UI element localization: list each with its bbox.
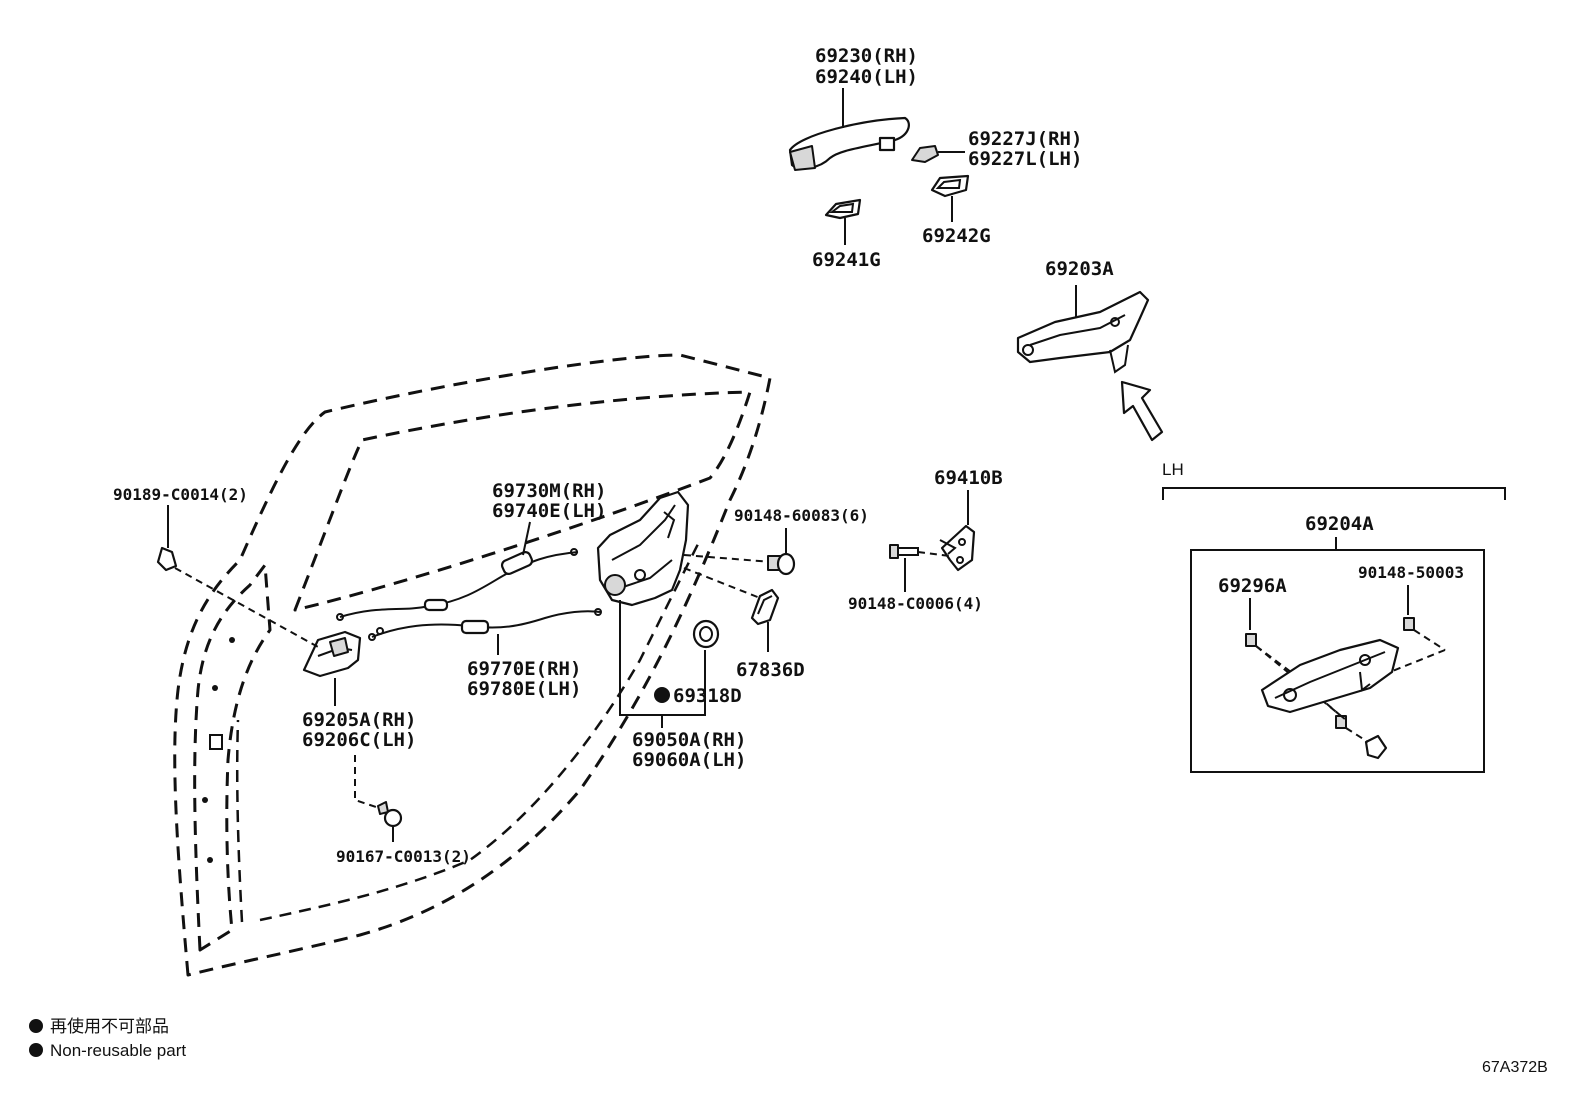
door-lock-assy-part: 69050A(RH) 69060A(LH) <box>596 490 773 771</box>
label-pad-g2: 69242G <box>922 225 991 247</box>
label-cap-rh: 69227J(RH) <box>968 128 1082 150</box>
label-cable-lock-lh: 69780E(LH) <box>467 678 581 700</box>
label-grommet: 67836D <box>736 659 805 681</box>
pad-g2-part: 69242G <box>922 174 991 247</box>
label-frame-a: 69203A <box>1045 258 1114 280</box>
label-cable-open-lh: 69740E(LH) <box>492 500 606 522</box>
legend: 再使用不可部品 Non-reusable part <box>29 1016 186 1060</box>
label-lock-assy-rh: 69050A(RH) <box>632 729 746 751</box>
seal-part: 69318D <box>654 619 742 707</box>
pad-g1-part: 69241G <box>812 198 881 271</box>
label-clip-c0014: 90189-C0014(2) <box>113 485 248 504</box>
legend-en: Non-reusable part <box>50 1041 186 1060</box>
non-reusable-dot <box>654 687 670 703</box>
screw-c0013-part: 90167-C0013(2) <box>336 801 471 866</box>
handle-cap-part: 69227J(RH) 69227L(LH) <box>911 128 1082 170</box>
figure-code: 67A372B <box>1482 1059 1548 1076</box>
label-cap-lh: 69227L(LH) <box>968 148 1082 170</box>
label-handle-lh: 69240(LH) <box>815 66 918 88</box>
cable-lock-part: 69770E(RH) 69780E(LH) <box>368 608 602 700</box>
label-lock-striker: 69410B <box>934 467 1003 489</box>
label-frame-sub: 69296A <box>1218 575 1287 597</box>
label-screw-c0006: 90148-C0006(4) <box>848 594 983 613</box>
frame-part: 69203A <box>1016 258 1164 442</box>
label-screw-50003: 90148-50003 <box>1358 563 1464 582</box>
frame-assy-box <box>1190 549 1485 773</box>
cable-open-part: 69730M(RH) 69740E(LH) <box>336 480 606 621</box>
clip-c0014-part: 90189-C0014(2) <box>113 485 321 649</box>
label-pad-g1: 69241G <box>812 249 881 271</box>
label-handle-rh: 69230(RH) <box>815 45 918 67</box>
legend-dot-en <box>29 1043 43 1057</box>
label-inner-handle-lh: 69206C(LH) <box>302 729 416 751</box>
label-lh: LH <box>1162 460 1184 479</box>
legend-jp: 再使用不可部品 <box>50 1016 169 1036</box>
label-screw-60083: 90148-60083(6) <box>734 506 869 525</box>
label-cable-lock-rh: 69770E(RH) <box>467 658 581 680</box>
label-screw-c0013: 90167-C0013(2) <box>336 847 471 866</box>
grommet-part: 67836D <box>736 588 805 681</box>
screw-60083-part: 90148-60083(6) <box>734 506 869 576</box>
legend-dot-jp <box>29 1019 43 1033</box>
label-seal: 69318D <box>673 685 742 707</box>
lock-striker-part: 69410B 90148-C0006(4) <box>848 467 1003 613</box>
label-frame-assy: 69204A <box>1305 513 1374 535</box>
inner-handle-part: 69205A(RH) 69206C(LH) <box>302 630 416 811</box>
lh-group: LH 69204A 69296A 90148-50003 <box>1162 460 1506 773</box>
label-lock-assy-lh: 69060A(LH) <box>632 749 746 771</box>
door-outline <box>173 353 772 977</box>
label-inner-handle-rh: 69205A(RH) <box>302 709 416 731</box>
label-cable-open-rh: 69730M(RH) <box>492 480 606 502</box>
outer-handle-part: 69230(RH) 69240(LH) <box>788 45 918 171</box>
